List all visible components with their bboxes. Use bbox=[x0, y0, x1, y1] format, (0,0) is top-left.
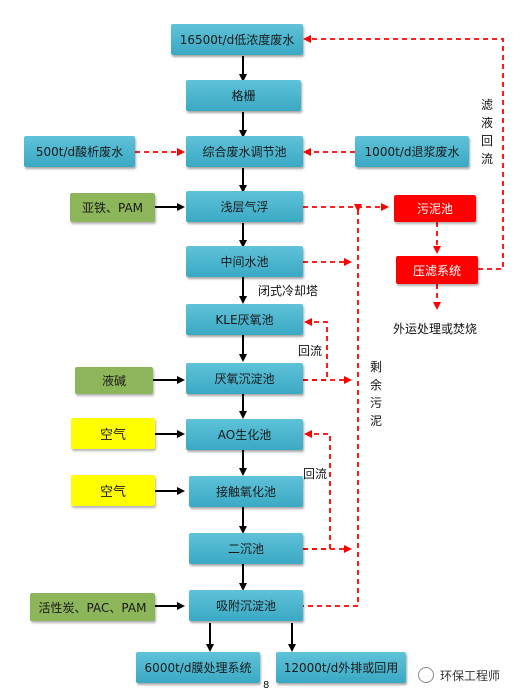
node-wastewater-16500: 16500t/d低浓度废水 bbox=[171, 24, 303, 55]
label-cooling-tower: 闭式冷却塔 bbox=[258, 284, 319, 298]
residual-sludge-line bbox=[303, 204, 362, 607]
node-air-1: 空气 bbox=[71, 418, 155, 449]
node-filter-press: 压滤系统 bbox=[396, 256, 478, 284]
node-ferrous-pam: 亚铁、PAM bbox=[70, 193, 155, 222]
node-liquid-alkali: 液碱 bbox=[75, 367, 153, 394]
node-anaerobic-settling: 厌氧沉淀池 bbox=[186, 363, 303, 394]
main-flow-arrows bbox=[153, 56, 296, 652]
label-reflux-2: 回流 bbox=[303, 467, 328, 481]
node-sludge-tank: 污泥池 bbox=[394, 195, 476, 222]
node-desizing-wastewater: 1000t/d退浆废水 bbox=[355, 136, 469, 167]
label-reflux-1: 回流 bbox=[298, 344, 323, 358]
node-grille: 格栅 bbox=[186, 80, 301, 111]
arrow-filtrate-return bbox=[303, 35, 504, 270]
node-shallow-flotation: 浅层气浮 bbox=[186, 191, 303, 222]
node-kle-anaerobic: KLE厌氧池 bbox=[186, 304, 303, 335]
page-number: 8 bbox=[263, 680, 270, 691]
node-acid-wastewater: 500t/d酸析废水 bbox=[24, 136, 135, 167]
wechat-icon bbox=[418, 667, 434, 683]
node-equalization-tank: 综合废水调节池 bbox=[186, 136, 303, 167]
label-residual-sludge: 剩余污泥 bbox=[369, 360, 382, 428]
arrow-reflux-to-kle bbox=[303, 318, 328, 381]
node-intermediate-tank: 中间水池 bbox=[186, 246, 303, 277]
node-contact-oxidation: 接触氧化池 bbox=[189, 476, 303, 507]
watermark-text: 环保工程师 bbox=[440, 669, 501, 683]
node-discharge-reuse: 12000t/d外排或回用 bbox=[276, 652, 406, 683]
sludge-and-reflux-arrows bbox=[135, 35, 504, 607]
node-air-2: 空气 bbox=[71, 475, 155, 506]
arrow-reflux-to-ao bbox=[303, 430, 331, 550]
node-membrane-system: 6000t/d膜处理系统 bbox=[136, 652, 260, 683]
node-carbon-pac-pam: 活性炭、PAC、PAM bbox=[30, 593, 155, 621]
node-ao-bio: AO生化池 bbox=[186, 419, 303, 450]
label-sludge-disposal: 外运处理或焚烧 bbox=[393, 322, 478, 336]
node-secondary-clarifier: 二沉池 bbox=[189, 533, 303, 564]
node-adsorption-settling: 吸附沉淀池 bbox=[189, 590, 303, 621]
label-filtrate-return: 滤液回流 bbox=[480, 98, 493, 166]
